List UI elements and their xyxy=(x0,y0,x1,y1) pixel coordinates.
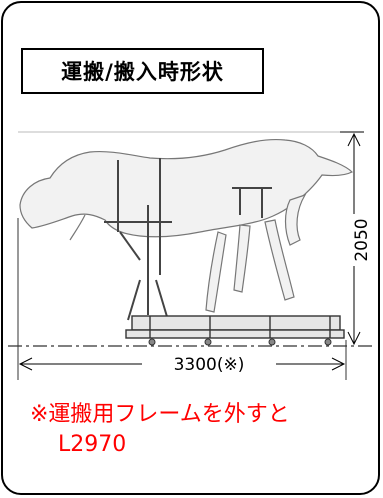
note-line-1: ※運搬用フレームを外すと xyxy=(30,402,290,427)
note-block: ※運搬用フレームを外すと L2970 xyxy=(30,400,290,460)
length-dimension xyxy=(18,357,346,371)
transport-base xyxy=(125,315,345,339)
support-frame xyxy=(104,158,272,321)
dinosaur-silhouette xyxy=(19,138,354,313)
page-title: 運搬/搬入時形状 xyxy=(61,60,224,84)
height-label-bg xyxy=(345,214,365,266)
length-dimension-label: 3300(※) xyxy=(174,355,245,375)
note-line-2: L2970 xyxy=(58,432,127,457)
height-dimension-label: 2050 xyxy=(352,218,372,261)
wheel-group xyxy=(148,338,332,346)
title-box: 運搬/搬入時形状 xyxy=(21,48,264,94)
